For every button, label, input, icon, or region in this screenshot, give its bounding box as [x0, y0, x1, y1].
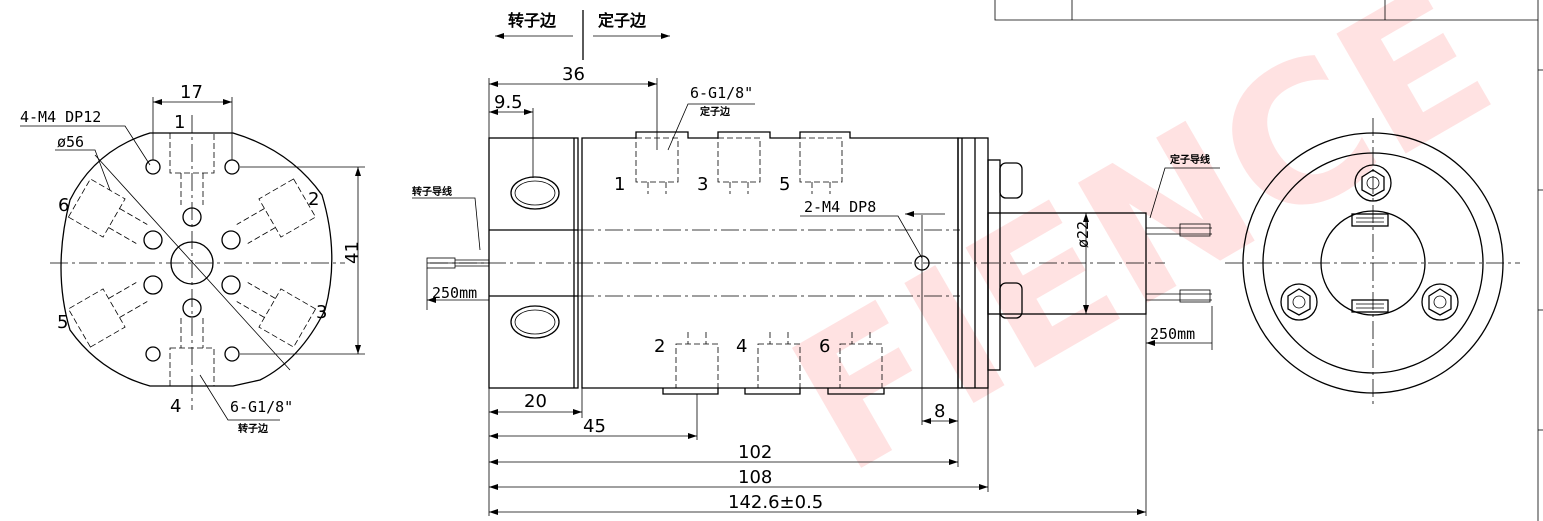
- left-port-3: 3: [316, 302, 327, 323]
- left-bottom-callout: 6-G1/8": [230, 398, 293, 416]
- right-lead-length: 250mm: [1150, 325, 1195, 343]
- stator-side-label: 定子边: [597, 11, 647, 30]
- side-dim-108: 108: [738, 467, 772, 488]
- stator-lead-label: 定子导线: [1170, 153, 1210, 166]
- rotor-stator-header: 转子边 定子边: [495, 10, 670, 60]
- right-end-view: [1225, 118, 1520, 405]
- left-port-5: 5: [57, 312, 68, 333]
- left-callout-diameter: ø56: [57, 133, 84, 151]
- side-dim-45: 45: [583, 416, 606, 437]
- side-view: [412, 78, 1220, 516]
- side-dim-9-5: 9.5: [494, 92, 523, 113]
- side-dim-8: 8: [934, 401, 945, 422]
- side-port-1: 1: [614, 174, 625, 195]
- side-dim-102: 102: [738, 442, 772, 463]
- left-port-6: 6: [58, 195, 69, 216]
- side-dim-36: 36: [562, 64, 585, 85]
- side-port-2: 2: [654, 336, 665, 357]
- left-bottom-callout-sub: 转子边: [238, 422, 269, 435]
- side-dim-total: 142.6±0.5: [728, 492, 823, 513]
- side-port-4: 4: [736, 336, 747, 357]
- side-dim-20: 20: [524, 391, 547, 412]
- left-port-2: 2: [308, 189, 319, 210]
- left-port-4: 4: [170, 396, 181, 417]
- left-port-1: 1: [174, 112, 185, 133]
- left-lead-length: 250mm: [432, 284, 477, 302]
- side-port-3: 3: [697, 174, 708, 195]
- left-dim-17: 17: [180, 82, 203, 103]
- side-callout-m4: 2-M4 DP8: [804, 198, 876, 216]
- left-end-view: [20, 97, 365, 421]
- side-top-callout-sub: 定子边: [700, 105, 731, 118]
- side-port-6: 6: [819, 336, 830, 357]
- watermark: FIENCE: [758, 0, 1525, 516]
- dia-22-label: ø22: [1074, 221, 1092, 248]
- rotor-side-label: 转子边: [508, 11, 557, 30]
- left-callout-holes: 4-M4 DP12: [20, 108, 101, 126]
- side-port-5: 5: [779, 174, 790, 195]
- title-block: [994, 0, 1543, 521]
- left-dim-41: 41: [342, 241, 363, 264]
- side-top-callout: 6-G1/8": [690, 84, 753, 102]
- rotor-lead-label: 转子导线: [412, 185, 452, 198]
